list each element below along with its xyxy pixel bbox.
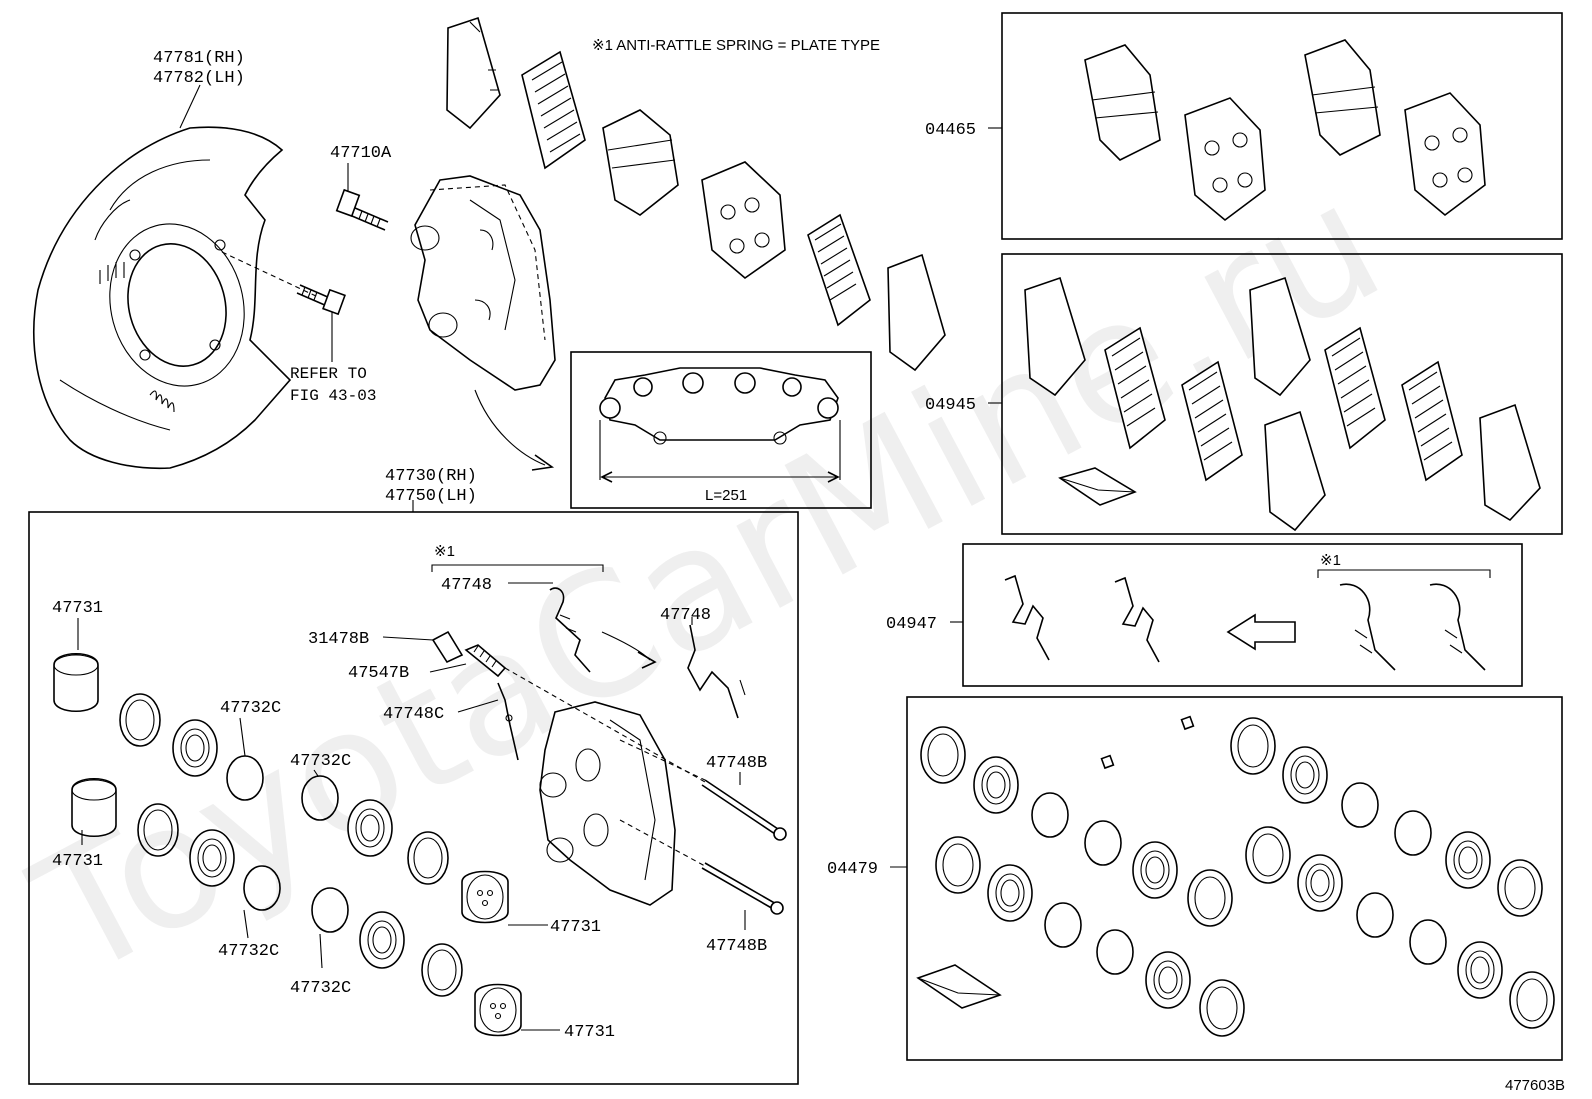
caliper-assembly-parts bbox=[53, 564, 787, 1037]
figure-id: 477603B bbox=[1505, 1077, 1565, 1094]
caliper-dimension-frame bbox=[570, 351, 872, 509]
arrowhead-upper bbox=[531, 454, 555, 471]
anti-rattle-note: ※1 ANTI-RATTLE SPRING = PLATE TYPE bbox=[592, 37, 880, 54]
label-ring-c: 47732C bbox=[218, 942, 279, 961]
label-piston-d: 47731 bbox=[564, 1023, 615, 1042]
label-piston-c: 47731 bbox=[550, 918, 601, 937]
label-mounting-bolt: 47710A bbox=[330, 144, 392, 163]
leader-lines bbox=[77, 84, 1002, 1031]
label-cap: 31478B bbox=[308, 630, 369, 649]
label-seal-kit: 04479 bbox=[827, 860, 878, 879]
caliper-upper-sketch bbox=[410, 175, 556, 391]
label-caliper-lh: 47750(LH) bbox=[385, 487, 477, 506]
dimension-label: L=251 bbox=[705, 487, 747, 504]
label-ring-b: 47732C bbox=[290, 752, 351, 771]
label-clip: 47748C bbox=[383, 705, 444, 724]
label-bleeder: 47547B bbox=[348, 664, 409, 683]
label-spring-plate: 47748 bbox=[441, 576, 492, 595]
curved-arrow-upper bbox=[474, 389, 546, 466]
label-ring-a: 47732C bbox=[220, 699, 281, 718]
label-dust-cover-lh: 47782(LH) bbox=[153, 69, 245, 88]
disc-dust-cover bbox=[33, 126, 292, 470]
label-spring-kit: 04947 bbox=[886, 615, 937, 634]
mark-1-spring-kit: ※1 bbox=[1320, 552, 1341, 569]
pad-kit-frame bbox=[1001, 12, 1563, 240]
caliper-dimension-sketch bbox=[599, 367, 841, 483]
shim-kit-parts bbox=[1024, 276, 1541, 532]
pad-kit-pads bbox=[1084, 39, 1486, 222]
mark-1-caliper: ※1 bbox=[434, 543, 455, 560]
label-shim-kit: 04945 bbox=[925, 396, 976, 415]
caliper-mounting-bolt bbox=[335, 188, 389, 231]
refer-to-line1: REFER TO bbox=[290, 365, 367, 383]
label-pin-b: 47748B bbox=[706, 937, 767, 956]
refer-to-line2: FIG 43-03 bbox=[290, 387, 376, 405]
label-piston-b: 47731 bbox=[52, 852, 103, 871]
label-dust-cover-rh: 47781(RH) bbox=[153, 49, 245, 68]
spring-kit-parts bbox=[1004, 569, 1491, 671]
label-spring-wire: 47748 bbox=[660, 606, 711, 625]
label-caliper-rh: 47730(RH) bbox=[385, 467, 477, 486]
label-pin-a: 47748B bbox=[706, 754, 767, 773]
spring-kit-frame bbox=[962, 543, 1523, 687]
label-pad-kit: 04465 bbox=[925, 121, 976, 140]
dust-cover-bolt bbox=[296, 284, 346, 316]
label-piston-a: 47731 bbox=[52, 599, 103, 618]
shim-kit-frame bbox=[1001, 253, 1563, 535]
label-ring-d: 47732C bbox=[290, 979, 351, 998]
pad-exploded-row bbox=[446, 16, 946, 372]
seal-kit-parts bbox=[916, 715, 1555, 1037]
seal-kit-frame bbox=[906, 696, 1563, 1061]
